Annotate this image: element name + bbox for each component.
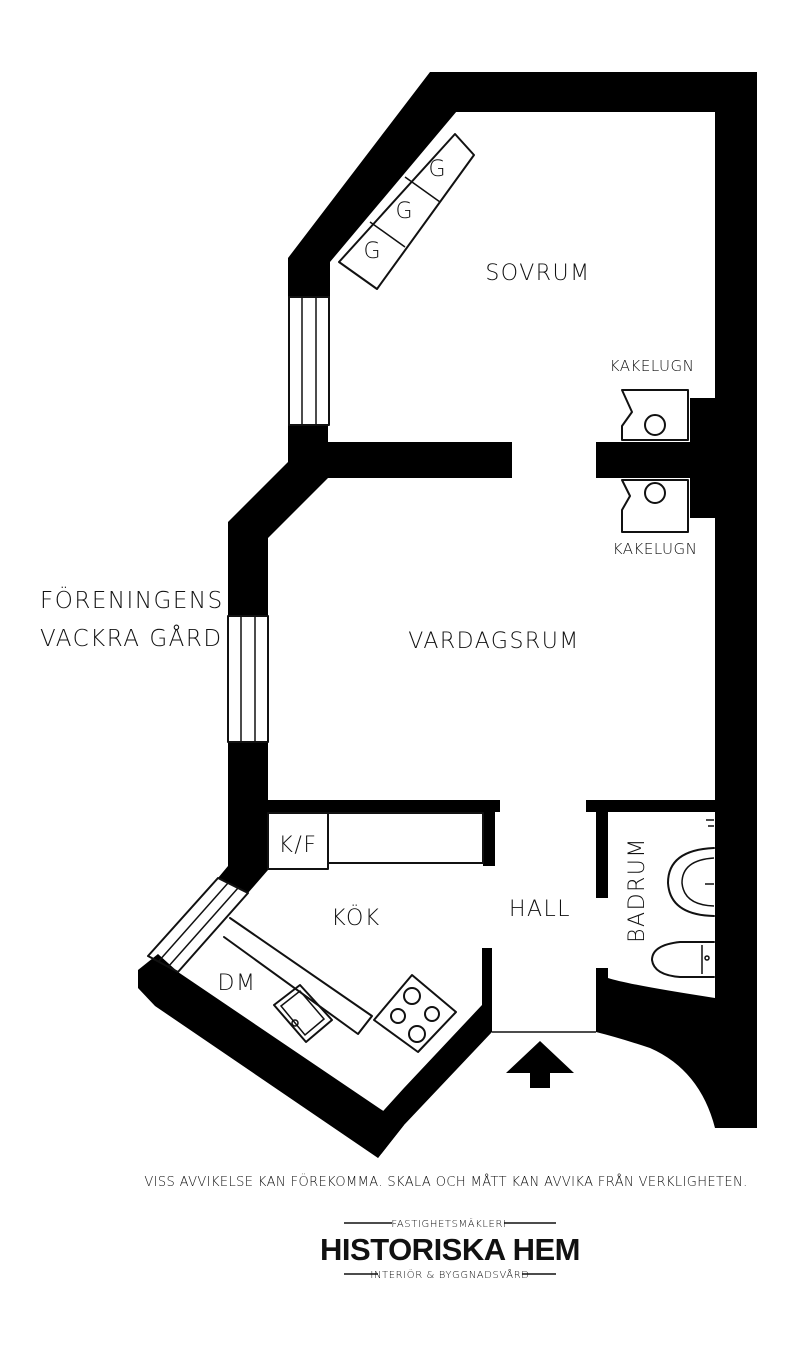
label-dm: DM [218, 971, 257, 996]
entrance [492, 1031, 596, 1088]
bathroom-fixtures [651, 819, 715, 978]
wall-bath-top [586, 800, 715, 812]
kitchen-fixtures [223, 812, 484, 1053]
window-bedroom [288, 296, 330, 426]
wall-bath-left [596, 808, 608, 898]
tiled-stove-icon [621, 389, 689, 533]
wall-kitchen-pillar [483, 808, 495, 866]
wall-top [430, 72, 757, 112]
wall-right [715, 80, 757, 1128]
wall-kitchen-diagonal [138, 954, 404, 1158]
toilet-icon [651, 941, 715, 978]
wall-partition-right [596, 442, 692, 478]
label-kakelugn-bottom: KAKELUGN [613, 540, 698, 558]
window-living [227, 615, 269, 743]
logo-bottom-text: INTERIÖR & BYGGNADSVÅRD [370, 1268, 529, 1281]
kitchen-counter [327, 812, 484, 864]
label-kakelugn-top: KAKELUGN [610, 357, 695, 375]
room-label-hall: HALL [509, 897, 571, 922]
stove-icon [373, 974, 457, 1053]
sink-icon [273, 984, 333, 1043]
wardrobe-mark: G [428, 157, 445, 182]
wardrobe-mark: G [363, 239, 380, 264]
wardrobes: G G G [338, 133, 475, 290]
wall-kitchen-top [266, 800, 500, 812]
logo-main-text: HISTORISKA HEM [320, 1232, 580, 1267]
label-kf: K/F [279, 833, 318, 858]
window-kitchen [147, 877, 249, 973]
room-label-kok: KÖK [331, 904, 380, 931]
walls [138, 72, 757, 1158]
windows [147, 296, 330, 973]
wall-partition-left [320, 442, 512, 478]
disclaimer-text: VISS AVVIKELSE KAN FÖREKOMMA. SKALA OCH … [144, 1174, 747, 1190]
logo-top-text: FASTIGHETSMÄKLERI [391, 1217, 506, 1230]
entrance-arrow-icon [506, 1041, 574, 1088]
outside-label-line2: VACKRA GÅRD [40, 625, 223, 652]
wall-left-lower [218, 742, 268, 893]
room-label-sovrum: SOVRUM [485, 261, 590, 286]
wardrobe-mark: G [395, 199, 412, 224]
room-label-badrum: BADRUM [625, 837, 650, 943]
wall-bath-corner [596, 968, 757, 1128]
wall-diagonal-middle [228, 440, 328, 616]
room-label-vardagsrum: VARDAGSRUM [408, 629, 580, 654]
company-logo: FASTIGHETSMÄKLERI HISTORISKA HEM INTERIÖ… [320, 1217, 580, 1281]
wall-chimney [690, 398, 757, 518]
washbasin-icon [667, 819, 715, 917]
outside-label-line1: FÖRENINGENS [40, 586, 224, 614]
wall-kitchen-right [366, 948, 492, 1158]
wall-diagonal-upper [288, 72, 462, 297]
